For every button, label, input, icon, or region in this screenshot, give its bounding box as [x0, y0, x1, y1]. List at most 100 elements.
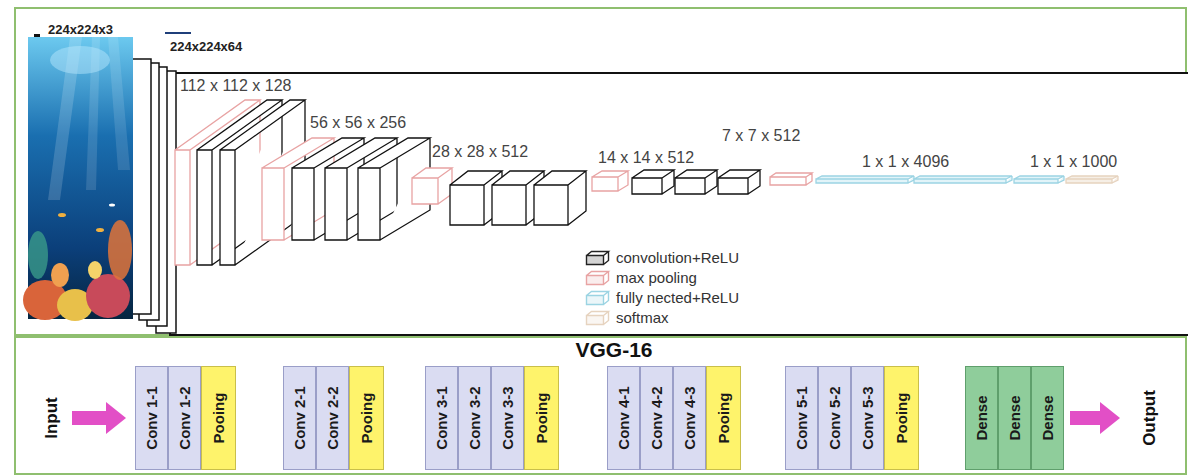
io-label: Input: [42, 397, 62, 439]
conv-layer-box: Conv 3-1: [425, 366, 458, 470]
output-arrow: [1070, 402, 1120, 434]
dense-layer-box: Dense: [1031, 366, 1064, 470]
coral: [86, 274, 130, 318]
layer-name: Dense: [1006, 395, 1024, 440]
fc-block: [816, 176, 914, 183]
conv-layer-box: Conv 3-3: [491, 366, 524, 470]
pool-block: [412, 168, 452, 204]
fc-block: [1014, 176, 1064, 183]
pooling-layer-box: Pooing: [201, 366, 236, 470]
legend-text: max pooling: [616, 269, 697, 287]
conv-layer-box: Conv 1-2: [168, 366, 201, 470]
layer-name: Conv 1-2: [176, 386, 194, 449]
conv-layer-box: Conv 4-3: [673, 366, 706, 470]
fish: [58, 213, 66, 217]
layer-sheet: [131, 59, 151, 314]
pool-block: [592, 171, 628, 191]
light-ray: [108, 37, 130, 170]
layer-name: Conv 3-1: [433, 386, 451, 449]
layer-name: Conv 3-3: [499, 386, 517, 449]
dimension-label: 112 x 112 x 128: [180, 76, 292, 95]
pooling-layer-box: Pooing: [524, 366, 559, 470]
layer-name: Conv 1-1: [143, 386, 161, 449]
legend-swatch: [585, 290, 611, 306]
diagram-title: VGG-16: [575, 338, 652, 362]
input-size-label: 224x224x3: [48, 22, 113, 38]
conv-layer-box: Conv 1-1: [135, 366, 168, 470]
legend-cube-fill: [587, 316, 604, 325]
legend-text: fully nected+ReLU: [616, 289, 739, 307]
dimension-label: 56 x 56 x 256: [310, 113, 406, 132]
coral: [51, 263, 69, 287]
feature-frame: [170, 73, 1188, 335]
layer-name: Pooing: [715, 393, 733, 444]
surface-glow: [50, 46, 110, 74]
legend-cube-fill: [587, 256, 604, 265]
bottom-panel-border: [15, 337, 1186, 474]
legend-text: convolution+ReLU: [616, 249, 739, 267]
pooling-layer-box: Pooing: [349, 366, 384, 470]
layer-name: Conv 2-2: [324, 386, 342, 449]
io-label: Output: [1140, 390, 1160, 446]
coral: [28, 231, 48, 279]
coral: [88, 261, 102, 279]
legend-cube-fill: [587, 296, 604, 305]
layer-name: Pooing: [893, 393, 911, 444]
layer-name: Dense: [1039, 395, 1057, 440]
input-arrow: [72, 402, 126, 434]
dimension-label: 28 x 28 x 512: [432, 142, 528, 161]
layer-name: Conv 2-1: [291, 386, 309, 449]
legend-swatch: [585, 270, 611, 286]
layer-name: Pooing: [358, 393, 376, 444]
conv-block: [675, 170, 717, 194]
layer-stack: [131, 59, 176, 333]
conv-layer-box: Conv 2-1: [283, 366, 316, 470]
conv-blocks: [175, 100, 1118, 265]
coral: [108, 220, 132, 280]
fish: [109, 204, 115, 207]
layer-name: Pooing: [533, 393, 551, 444]
legend-swatch: [585, 310, 611, 326]
pooling-layer-box: Pooing: [706, 366, 741, 470]
fish: [96, 228, 104, 232]
conv-layer-box: Conv 2-2: [316, 366, 349, 470]
layer-name: Conv 3-2: [466, 386, 484, 449]
legend-cube: [587, 272, 609, 285]
dense-layer-box: Dense: [998, 366, 1031, 470]
layer-name: Conv 5-3: [859, 386, 877, 449]
softmax-block: [1066, 176, 1118, 183]
sea-background: [28, 37, 133, 319]
dense-layer-box: Dense: [965, 366, 998, 470]
layer-name: Conv 5-2: [826, 386, 844, 449]
conv-layer-box: Conv 4-1: [607, 366, 640, 470]
layer-name: Conv 4-2: [648, 386, 666, 449]
layer-name: Conv 4-1: [615, 386, 633, 449]
legend-cube: [587, 312, 609, 325]
legend-cube-fill: [587, 276, 604, 285]
dimension-label: 7 x 7 x 512: [722, 126, 800, 145]
conv-layer-box: Conv 5-1: [785, 366, 818, 470]
label-mark: [165, 32, 191, 34]
dimension-label: 14 x 14 x 512: [598, 148, 694, 167]
fc-block: [914, 176, 1012, 183]
pool-block: [770, 173, 812, 185]
layer-name: Conv 5-1: [793, 386, 811, 449]
conv-layer-box: Conv 3-2: [458, 366, 491, 470]
conv-layer-box: Conv 4-2: [640, 366, 673, 470]
conv-block: [718, 170, 760, 194]
conv-layer-box: Conv 5-3: [851, 366, 884, 470]
pooling-layer-box: Pooing: [884, 366, 919, 470]
legend-swatch: [585, 250, 611, 266]
conv-layer-box: Conv 5-2: [818, 366, 851, 470]
conv-block: [632, 170, 674, 194]
legend-cube: [587, 292, 609, 305]
layer-name: Dense: [973, 395, 991, 440]
layer-name: Conv 4-3: [681, 386, 699, 449]
input-size-label: 224x224x64: [170, 39, 242, 55]
dimension-label: 1 x 1 x 1000: [1030, 152, 1117, 171]
conv-block: [534, 171, 586, 225]
dimension-label: 1 x 1 x 4096: [862, 152, 949, 171]
layer-name: Pooing: [210, 393, 228, 444]
legend-text: softmax: [616, 309, 669, 327]
